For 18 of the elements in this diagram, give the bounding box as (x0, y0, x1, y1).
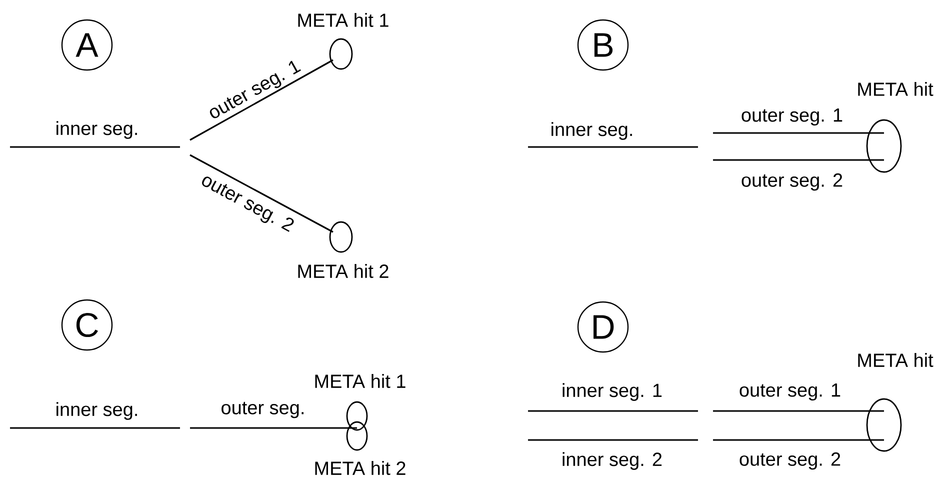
hit-label: META hit (858, 82, 934, 96)
segment-label: outer seg. (222, 402, 304, 418)
segment-label: outer seg. 2 (742, 173, 842, 191)
panel-letter: A (61, 19, 113, 71)
hit-label: META hit 2 (315, 461, 406, 475)
hit-label: META hit 1 (315, 374, 406, 388)
hit-label: META hit 1 (298, 13, 388, 27)
panel-letter: B (577, 19, 629, 71)
segment-label: outer seg. 1 (210, 60, 301, 118)
panel-letter: D (577, 301, 629, 353)
hit-label: META hit 2 (298, 264, 388, 278)
segment-label: inner seg. 2 (562, 452, 662, 470)
segment-label: outer seg. 1 (740, 384, 840, 400)
segment-label: outer seg. 2 (202, 176, 294, 232)
panel-letter: C (61, 299, 113, 351)
segment-label: outer seg. 1 (742, 108, 842, 126)
segment-label: outer seg. 2 (740, 452, 840, 470)
hit-label: META hit (858, 353, 934, 367)
